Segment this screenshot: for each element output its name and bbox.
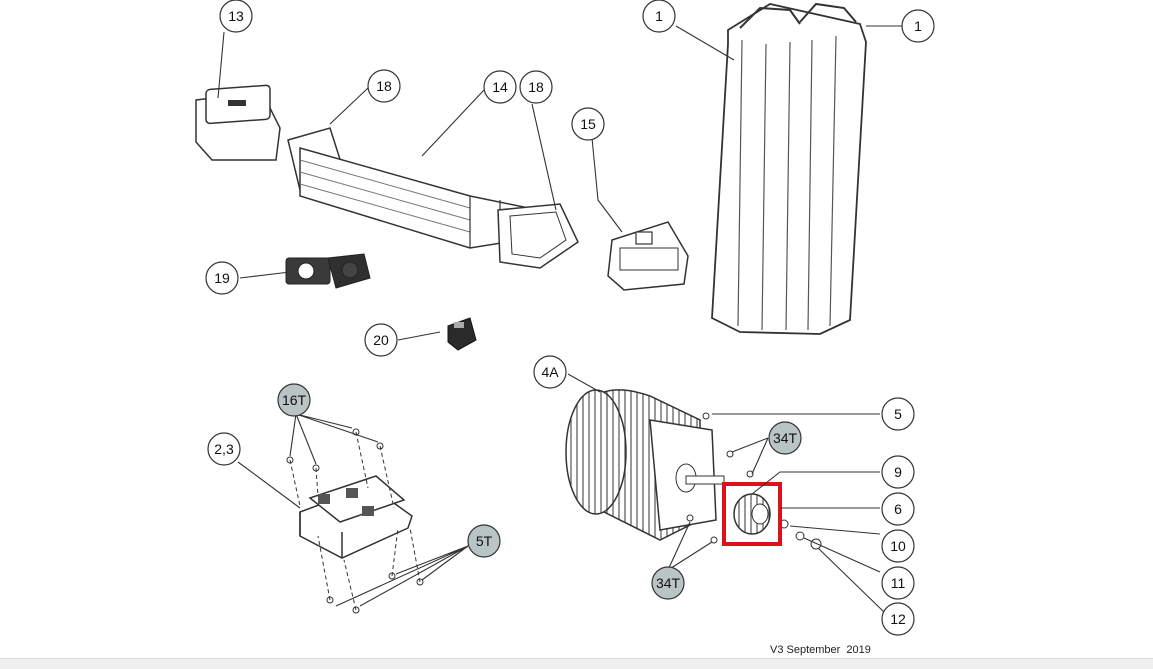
svg-text:13: 13 [228,8,244,24]
svg-text:5T: 5T [476,533,493,549]
svg-text:4A: 4A [541,364,559,380]
svg-text:1: 1 [914,18,922,34]
callout-16t: 16T [277,383,311,417]
callout-9: 9 [881,455,915,489]
svg-text:34T: 34T [656,575,681,591]
callout-5: 5 [881,397,915,431]
highlight-box [722,482,782,546]
svg-text:16T: 16T [282,392,307,408]
screws-16t [286,428,395,509]
callout-13: 13 [219,0,253,33]
part-6-pulley[interactable] [733,493,771,535]
callout-19: 19 [205,261,239,295]
callout-18a: 18 [367,69,401,103]
callout-6: 6 [881,492,915,526]
callout-11: 11 [881,566,915,600]
svg-text:5: 5 [894,406,902,422]
svg-text:6: 6 [894,501,902,517]
svg-text:12: 12 [890,611,906,627]
svg-text:2,3: 2,3 [214,441,234,457]
svg-text:1: 1 [655,8,663,24]
callout-12: 12 [881,602,915,636]
callout-20: 20 [364,323,398,357]
svg-text:14: 14 [492,79,508,95]
horizontal-scrollbar[interactable] [0,658,1153,669]
part-19-socket [285,253,371,289]
svg-text:19: 19 [214,270,230,286]
part-15-cover [607,221,689,291]
svg-text:18: 18 [528,79,544,95]
callout-34t-top: 34T [768,421,802,455]
callout-1b: 1 [901,9,935,43]
part-1-battery-packs [711,2,867,335]
svg-text:18: 18 [376,78,392,94]
callout-18b: 18 [519,70,553,104]
motor-hardware [686,412,822,550]
callout-34t-bottom: 34T [651,566,685,600]
svg-text:9: 9 [894,464,902,480]
part-20-switch [447,317,477,351]
callout-5t: 5T [467,524,501,558]
callout-4a: 4A [533,355,567,389]
part-2-3-controller [299,475,413,559]
part-4a-motor [565,389,725,541]
svg-text:10: 10 [890,538,906,554]
svg-text:11: 11 [891,575,906,591]
part-13-display-panel [195,84,281,161]
callout-1a: 1 [642,0,676,33]
callout-14: 14 [483,70,517,104]
svg-text:20: 20 [373,332,389,348]
version-footer: V3 September 2019 [770,644,871,656]
svg-text:15: 15 [580,116,596,132]
screws-5t [317,527,424,614]
callout-2-3: 2,3 [207,432,241,466]
leader-lines [217,25,902,613]
callout-15: 15 [571,107,605,141]
part-14-housing [287,127,579,269]
svg-text:34T: 34T [773,430,798,446]
callout-10: 10 [881,529,915,563]
